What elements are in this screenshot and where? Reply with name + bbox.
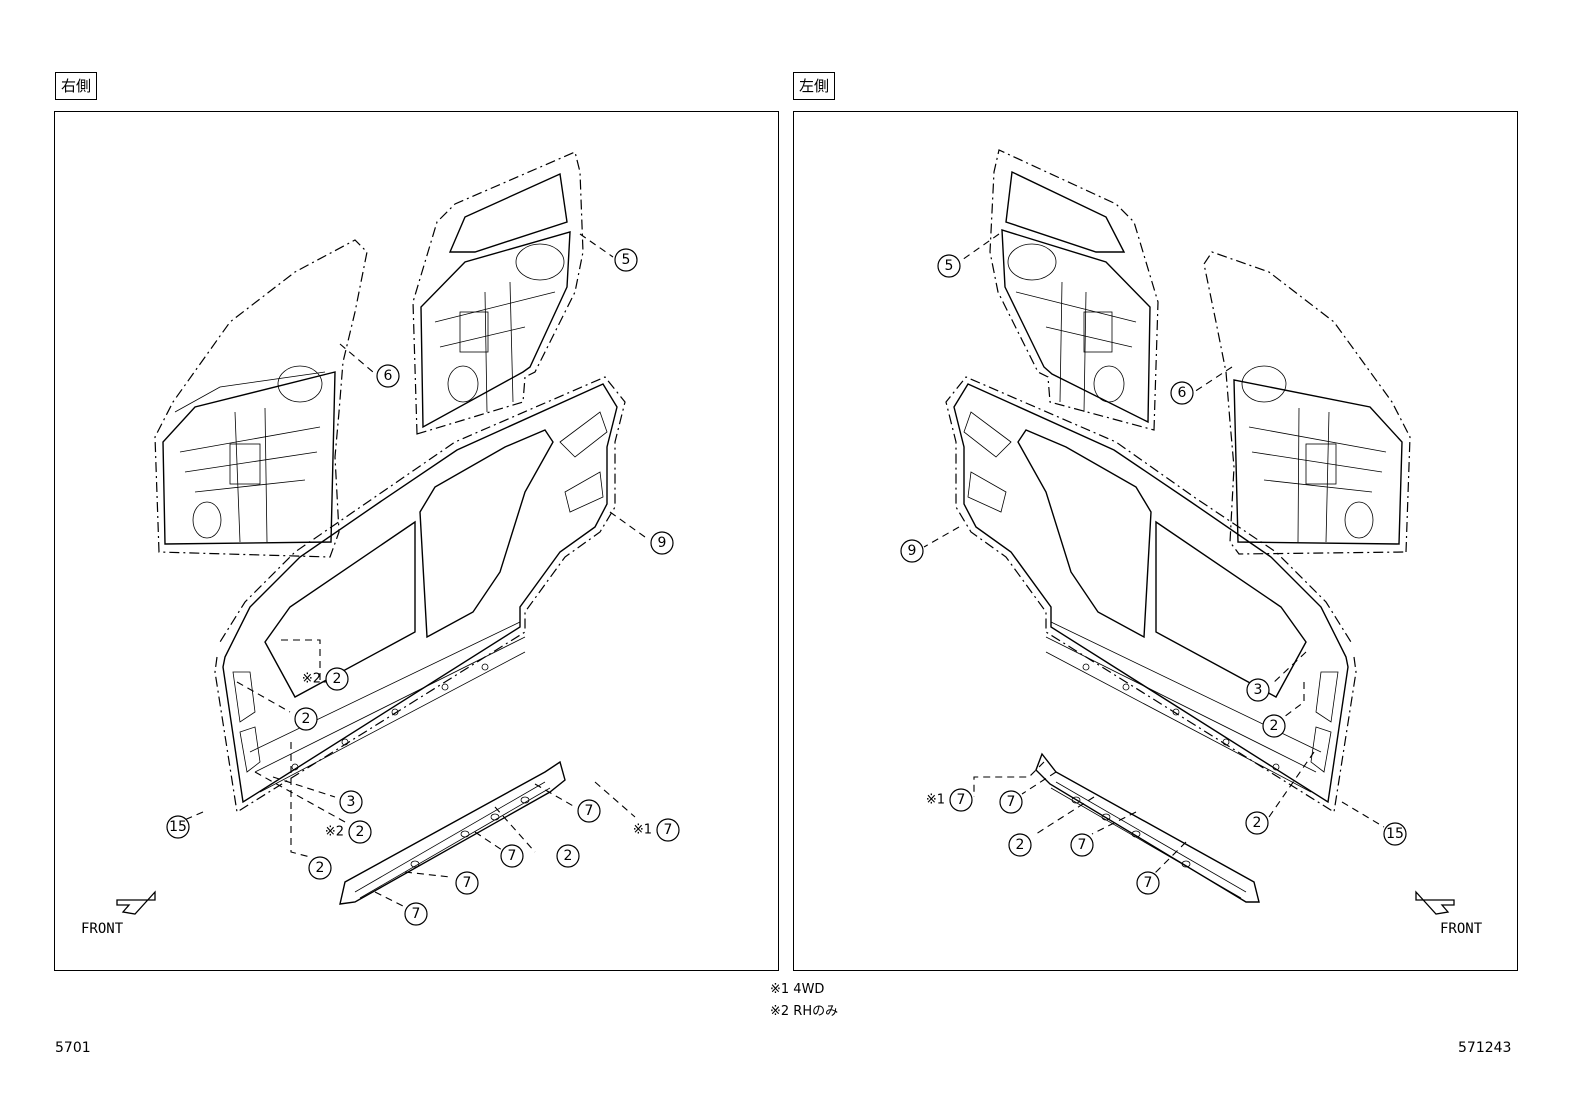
callout-2[interactable]: 2 xyxy=(556,844,580,868)
right-side-panel: 6 5 9 ※2 2 2 3 ※2 2 2 15 7 ※1 7 7 2 7 7 FRO… xyxy=(54,111,779,971)
body-side-panel-drawing xyxy=(945,376,1357,813)
svg-text:7: 7 xyxy=(1007,794,1016,810)
svg-text:15: 15 xyxy=(1386,826,1404,842)
callout-2-rh-only[interactable]: ※2 2 xyxy=(302,667,349,691)
svg-text:※2: ※2 xyxy=(325,825,344,840)
note-4wd: ※1 4WD xyxy=(770,982,825,997)
note-rh-only: ※2 RHのみ xyxy=(770,1004,839,1019)
right-callouts: 6 5 9 ※2 2 2 3 ※2 2 2 15 7 ※1 7 7 2 7 7 xyxy=(166,248,680,926)
rocker-panel-drawing xyxy=(1035,752,1260,903)
rear-door-drawing xyxy=(412,151,584,435)
front-label: FRONT xyxy=(81,921,124,937)
svg-text:3: 3 xyxy=(1254,682,1263,698)
right-leader-lines xyxy=(174,233,646,908)
callout-15[interactable]: 15 xyxy=(1383,822,1407,846)
callout-5[interactable]: 5 xyxy=(937,254,961,278)
svg-text:7: 7 xyxy=(463,875,472,891)
callout-3[interactable]: 3 xyxy=(339,790,363,814)
left-side-panel: 5 6 9 3 2 2 15 ※1 7 7 2 7 7 FRONT xyxy=(793,111,1518,971)
svg-text:7: 7 xyxy=(1144,875,1153,891)
callout-7[interactable]: 7 xyxy=(999,790,1023,814)
svg-text:7: 7 xyxy=(957,792,966,808)
svg-text:2: 2 xyxy=(316,860,325,876)
svg-text:6: 6 xyxy=(1178,385,1187,401)
left-callouts: 5 6 9 3 2 2 15 ※1 7 7 2 7 7 xyxy=(900,254,1407,895)
svg-text:9: 9 xyxy=(658,535,667,551)
svg-text:※1: ※1 xyxy=(926,793,945,808)
svg-text:2: 2 xyxy=(1253,815,1262,831)
callout-9[interactable]: 9 xyxy=(900,539,924,563)
callout-7[interactable]: 7 xyxy=(577,799,601,823)
svg-text:2: 2 xyxy=(1270,718,1279,734)
svg-text:※1: ※1 xyxy=(633,823,652,838)
svg-text:2: 2 xyxy=(1016,837,1025,853)
svg-text:9: 9 xyxy=(908,543,917,559)
svg-text:7: 7 xyxy=(412,906,421,922)
left-leader-lines xyxy=(923,233,1385,875)
callout-2[interactable]: 2 xyxy=(1262,714,1286,738)
callout-3[interactable]: 3 xyxy=(1246,678,1270,702)
svg-text:15: 15 xyxy=(169,819,187,835)
svg-text:2: 2 xyxy=(356,824,365,840)
svg-text:5: 5 xyxy=(945,258,954,274)
front-door-drawing xyxy=(1203,251,1411,555)
callout-7[interactable]: 7 xyxy=(404,902,428,926)
rear-door-drawing xyxy=(989,149,1159,431)
callout-9[interactable]: 9 xyxy=(650,531,674,555)
callout-7-4wd[interactable]: ※1 7 xyxy=(926,788,973,812)
body-side-panel-drawing xyxy=(214,376,626,813)
svg-text:7: 7 xyxy=(585,803,594,819)
front-door-drawing xyxy=(154,239,368,558)
svg-text:7: 7 xyxy=(508,848,517,864)
front-arrow-icon xyxy=(1415,890,1455,915)
svg-text:5: 5 xyxy=(622,252,631,268)
figure-code: 571243 xyxy=(1458,1040,1512,1056)
right-side-drawing: 6 5 9 ※2 2 2 3 ※2 2 2 15 7 ※1 7 7 2 7 7 xyxy=(116,151,680,926)
svg-text:7: 7 xyxy=(1078,837,1087,853)
callout-15[interactable]: 15 xyxy=(166,815,190,839)
right-side-tag: 右側 xyxy=(55,72,98,100)
front-arrow-icon xyxy=(116,890,156,915)
callout-2[interactable]: 2 xyxy=(308,856,332,880)
left-side-drawing: 5 6 9 3 2 2 15 ※1 7 7 2 7 7 xyxy=(900,149,1455,915)
callout-2-rh-only[interactable]: ※2 2 xyxy=(325,820,372,844)
svg-text:2: 2 xyxy=(333,671,342,687)
svg-text:7: 7 xyxy=(664,822,673,838)
front-label: FRONT xyxy=(1440,921,1483,937)
callout-6[interactable]: 6 xyxy=(1170,381,1194,405)
callout-7[interactable]: 7 xyxy=(1070,833,1094,857)
svg-text:2: 2 xyxy=(564,848,573,864)
svg-text:2: 2 xyxy=(302,711,311,727)
callout-7[interactable]: 7 xyxy=(500,844,524,868)
callout-5[interactable]: 5 xyxy=(614,248,638,272)
left-side-tag: 左側 xyxy=(793,72,836,100)
svg-text:6: 6 xyxy=(384,368,393,384)
callout-7[interactable]: 7 xyxy=(1136,871,1160,895)
callout-2[interactable]: 2 xyxy=(1245,811,1269,835)
callout-2[interactable]: 2 xyxy=(294,707,318,731)
callout-2[interactable]: 2 xyxy=(1008,833,1032,857)
rocker-panel-drawing xyxy=(339,760,566,905)
callout-7-4wd[interactable]: ※1 7 xyxy=(633,818,680,842)
callout-6[interactable]: 6 xyxy=(376,364,400,388)
svg-text:※2: ※2 xyxy=(302,672,321,687)
svg-text:3: 3 xyxy=(347,794,356,810)
page-code: 5701 xyxy=(55,1040,91,1056)
callout-7[interactable]: 7 xyxy=(455,871,479,895)
